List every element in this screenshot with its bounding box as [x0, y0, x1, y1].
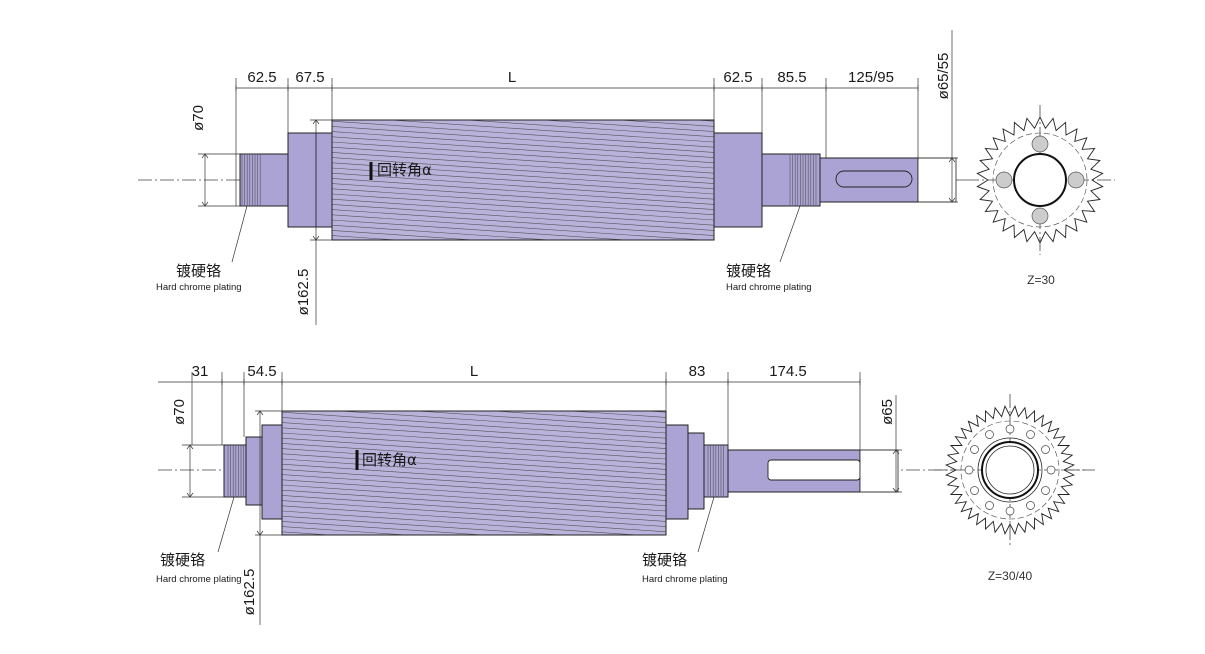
top-dim-phi65-55: ø65/55 [935, 53, 952, 100]
top-right-journal [761, 153, 821, 207]
top-right-knurl [789, 155, 817, 205]
top-drive-shaft [819, 157, 919, 203]
top-rotation-label: 回转角α [377, 161, 432, 179]
bottom-right-flange-inner [687, 432, 705, 510]
top-plating-right-en: Hard chrome plating [726, 282, 812, 293]
top-plating-left-en: Hard chrome plating [156, 282, 242, 293]
bottom-right-flange [665, 424, 689, 520]
top-dim-L: L [508, 69, 516, 86]
top-dim-62-5-left: 62.5 [247, 69, 276, 86]
bottom-shaft-end [859, 449, 899, 493]
bottom-dim-54-5: 54.5 [247, 363, 276, 380]
top-dim-85-5: 85.5 [777, 69, 806, 86]
bottom-left-flange-inner [245, 436, 263, 506]
bottom-dim-83: 83 [689, 363, 706, 380]
top-dim-phi70: ø70 [190, 105, 207, 131]
top-plating-left-cn: 镀硬铬 [176, 262, 221, 280]
top-dim-125-95: 125/95 [848, 69, 894, 86]
top-dim-62-5-right: 62.5 [723, 69, 752, 86]
bottom-dim-phi162-5: ø162.5 [241, 569, 258, 616]
top-shaft-end [917, 157, 957, 203]
bottom-roller-body [281, 410, 667, 536]
bottom-left-journal [223, 444, 247, 498]
bottom-left-knurl [227, 446, 244, 496]
top-roller: 回转角α 62.5 67.5 L 62.5 85.5 125/95 ø70 ø1… [138, 30, 1115, 325]
bottom-keyway [767, 459, 861, 481]
bottom-left-flange [261, 424, 283, 520]
top-body-grooves [331, 119, 715, 241]
bottom-rotation-label: 回转角α [362, 451, 417, 469]
bottom-plating-left-en: Hard chrome plating [156, 574, 242, 585]
bottom-gear-end-view [934, 394, 1086, 546]
bottom-dim-phi70: ø70 [171, 399, 188, 425]
top-gear-label: Z=30 [1027, 273, 1055, 287]
bottom-gear-label: Z=30/40 [988, 569, 1033, 583]
top-left-knurl [241, 155, 261, 205]
bottom-dim-L: L [470, 363, 478, 380]
bottom-roller: 回转角α 31 54.5 L 83 174.5 ø70 ø162.5 ø65 [156, 363, 1095, 625]
bottom-right-knurl [707, 446, 724, 496]
top-right-bearing-seat [713, 132, 763, 228]
bottom-plating-right-en: Hard chrome plating [642, 574, 728, 585]
bottom-dim-174-5: 174.5 [769, 363, 807, 380]
bottom-dim-phi65: ø65 [879, 399, 896, 425]
top-keyway [835, 170, 913, 188]
top-left-bearing-seat [287, 132, 333, 228]
bottom-dim-31: 31 [192, 363, 209, 380]
bottom-plating-right-cn: 镀硬铬 [642, 551, 687, 569]
bottom-body-grooves [281, 410, 667, 536]
bottom-plating-left-cn: 镀硬铬 [160, 551, 205, 569]
top-dim-67-5: 67.5 [295, 69, 324, 86]
top-dim-phi162-5: ø162.5 [295, 269, 312, 316]
top-gear-end-view [965, 105, 1115, 255]
top-plating-right-cn: 镀硬铬 [726, 262, 771, 280]
